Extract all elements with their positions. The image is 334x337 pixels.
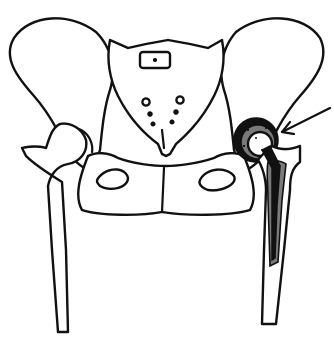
sacral-dot <box>154 59 157 62</box>
sacral-foramen <box>148 112 152 116</box>
sacral-foramen <box>176 96 183 103</box>
left-femur <box>22 124 86 332</box>
sacral-foramen <box>151 122 155 126</box>
obturator-foramen-right <box>199 170 234 191</box>
sacral-foramen <box>142 98 149 105</box>
sacral-foramen <box>170 120 174 124</box>
sacral-foramen <box>174 110 178 114</box>
